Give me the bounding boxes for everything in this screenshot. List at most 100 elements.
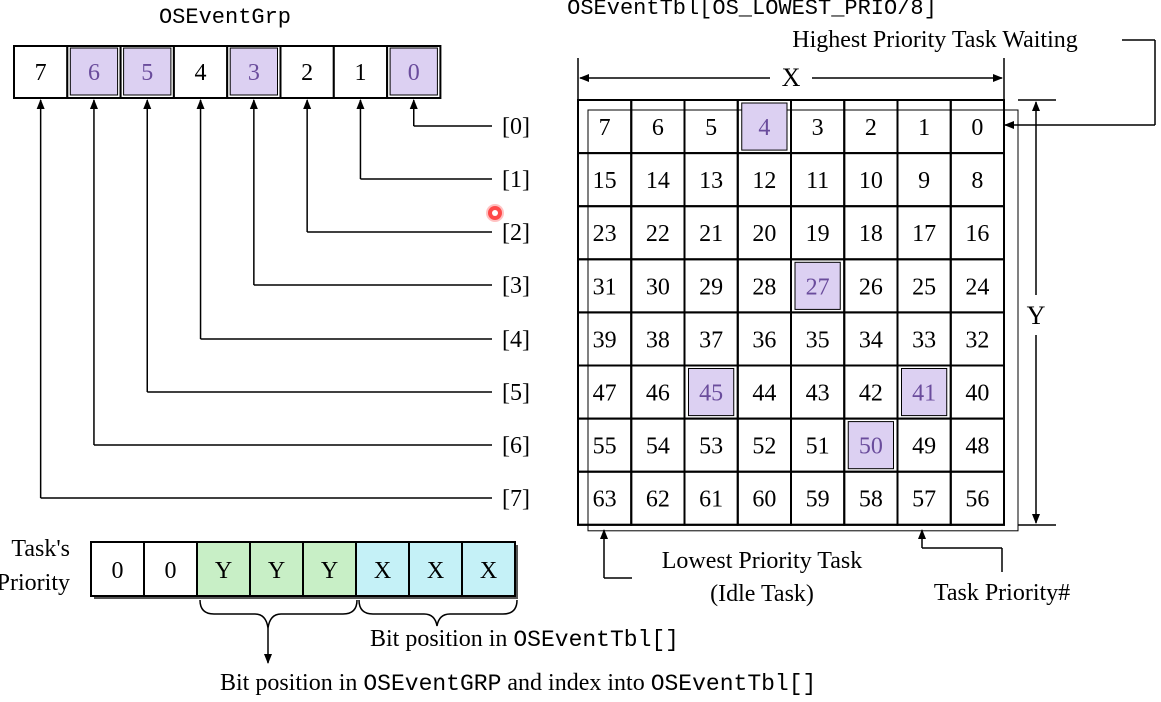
event-tbl-cell-label: 55 — [593, 434, 617, 460]
event-grp-bit: 3 — [226, 45, 282, 99]
and-index-code: OSEventTbl[] — [651, 671, 817, 697]
row-connector — [196, 99, 492, 340]
event-grp-bit: 5 — [119, 45, 175, 99]
event-tbl-cell-label: 30 — [646, 274, 670, 300]
bitpos-tbl-text: Bit position in — [370, 626, 513, 652]
event-grp-bit-label: 2 — [301, 60, 313, 86]
event-tbl-cell-label: 16 — [965, 221, 989, 247]
event-tbl-cell-label: 8 — [971, 168, 983, 194]
row-connector — [409, 99, 492, 127]
event-tbl-cell-label: 44 — [752, 381, 776, 407]
event-tbl-cell: 63 — [577, 470, 633, 526]
event-tbl-cell-label: 47 — [593, 381, 617, 407]
event-tbl-cell-label: 6 — [652, 115, 664, 141]
event-tbl-cell: 56 — [949, 470, 1005, 526]
bitpos-grp-code: OSEventGRP — [363, 671, 501, 697]
event-tbl-cell-label: 46 — [646, 381, 670, 407]
row-index-label: [4] — [502, 327, 530, 353]
task-priority-bit-label: Y — [215, 558, 232, 584]
event-tbl-cell-label: 51 — [806, 434, 830, 460]
event-tbl-cell-label: 38 — [646, 327, 670, 353]
task-priority-bit-label: X — [427, 558, 444, 584]
task-priority-label-line1: Task's — [11, 536, 70, 562]
event-tbl-cell-label: 59 — [806, 487, 830, 513]
event-tbl-cell-label: 40 — [965, 381, 989, 407]
idle-task-label: (Idle Task) — [710, 581, 814, 607]
event-tbl-cell-label: 23 — [593, 221, 617, 247]
event-grp-bit-label: 1 — [354, 60, 366, 86]
event-tbl-cell-label: 56 — [965, 487, 989, 513]
event-tbl-cell-label: 32 — [965, 327, 989, 353]
event-tbl-cell-label: 52 — [752, 434, 776, 460]
lowest-priority-pointer — [600, 529, 632, 579]
y-field-brace — [199, 599, 358, 629]
event-tbl-cell-label: 15 — [593, 168, 617, 194]
event-tbl-cell-label: 14 — [646, 168, 670, 194]
row-connector — [89, 99, 492, 446]
bitpos-tbl-caption: Bit position in OSEventTbl[] — [370, 626, 679, 653]
event-tbl-cell-label: 54 — [646, 434, 670, 460]
event-tbl-cell-label: 61 — [699, 487, 723, 513]
task-priority-pointer — [918, 529, 1003, 572]
task-priority-bit: Y — [249, 541, 304, 597]
event-tbl-cell-label: 60 — [752, 487, 776, 513]
event-tbl-cell-label: 42 — [859, 381, 883, 407]
event-tbl-cell-label: 3 — [812, 115, 824, 141]
event-tbl-cell-label: 34 — [859, 327, 883, 353]
event-tbl-cell: 36 — [736, 311, 792, 367]
event-tbl-cell-label: 28 — [752, 274, 776, 300]
row-index-label: [0] — [502, 114, 530, 140]
x-field-brace — [358, 599, 518, 627]
event-grp-bit: 1 — [332, 45, 389, 99]
event-tbl-cell-label: 35 — [806, 327, 830, 353]
row-index-label: [1] — [502, 167, 530, 193]
event-tbl-cell: 45 — [683, 364, 739, 420]
task-priority-bit: Y — [196, 541, 251, 597]
row-index-labels: [0][1][2][3][4][5][6][7] — [502, 114, 530, 512]
row-connector — [356, 99, 492, 180]
x-axis — [577, 58, 1005, 100]
event-grp-title: OSEventGrp — [159, 5, 291, 30]
event-tbl-cell-label: 63 — [593, 487, 617, 513]
event-grp-bit: 0 — [386, 45, 442, 99]
event-tbl-cell-label: 45 — [699, 381, 723, 407]
event-tbl-cell-label: 57 — [912, 487, 936, 513]
task-priority-bit: 0 — [90, 541, 145, 597]
event-tbl-cell: 59 — [790, 470, 846, 526]
event-tbl-cell-label: 33 — [912, 327, 936, 353]
event-tbl-cell: 50 — [843, 417, 899, 473]
event-grp-bit: 7 — [13, 45, 69, 99]
event-tbl-cell-label: 50 — [859, 434, 883, 460]
task-priority-bit-label: X — [374, 558, 391, 584]
event-grp-bit: 6 — [66, 45, 122, 99]
event-tbl-cell-label: 18 — [859, 221, 883, 247]
event-tbl-cell-label: 39 — [593, 327, 617, 353]
event-tbl-cell-label: 2 — [865, 115, 877, 141]
event-tbl-cell-label: 22 — [646, 221, 670, 247]
event-tbl-cell-label: 29 — [699, 274, 723, 300]
event-tbl-cell-label: 17 — [912, 221, 936, 247]
task-priority-bit-label: Y — [268, 558, 285, 584]
row-index-label: [7] — [502, 486, 530, 512]
event-tbl-cell-label: 11 — [806, 168, 829, 194]
event-tbl-cell-label: 5 — [705, 115, 717, 141]
event-tbl-cell: 27 — [790, 258, 846, 314]
task-priority-bit: X — [355, 541, 410, 597]
event-tbl-cell-label: 7 — [599, 115, 611, 141]
task-priority-bit-label: X — [480, 558, 497, 584]
row-connector — [249, 99, 492, 286]
task-priority-bit: 0 — [143, 541, 198, 597]
event-tbl-cell-label: 53 — [699, 434, 723, 460]
event-tbl-cell: 21 — [683, 205, 739, 261]
y-axis — [1018, 99, 1056, 526]
task-priority-bit-label: Y — [321, 558, 338, 584]
row-connector — [36, 99, 492, 499]
event-tbl-cell-label: 31 — [593, 274, 617, 300]
task-priority-bit-label: 0 — [112, 558, 124, 584]
x-axis-label: X — [782, 63, 801, 92]
event-grp-bit-label: 7 — [35, 60, 47, 86]
task-priority-bit: Y — [302, 541, 357, 597]
